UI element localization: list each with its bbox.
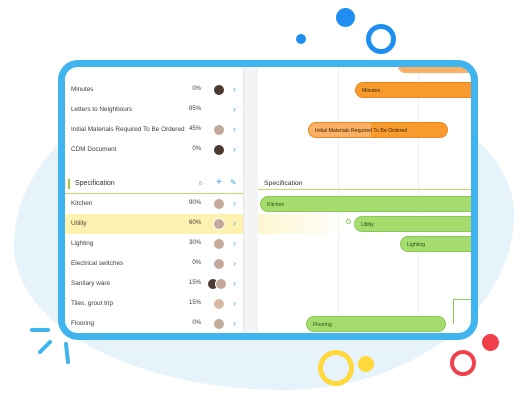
task-progress: 45% bbox=[188, 126, 201, 132]
task-progress: 0% bbox=[192, 320, 201, 326]
selected-row-highlight-timeline bbox=[258, 214, 348, 234]
task-progress: 85% bbox=[188, 106, 201, 112]
chevron-right-icon[interactable]: › bbox=[233, 144, 236, 154]
bar-label: Utility bbox=[361, 222, 374, 228]
bar-label: Initial Materials Required To Be Ordered bbox=[315, 128, 408, 134]
task-progress: 30% bbox=[188, 240, 201, 246]
task-progress: 15% bbox=[188, 280, 201, 286]
task-progress: 0% bbox=[192, 86, 201, 92]
section-marker bbox=[68, 179, 70, 189]
task-row-sanitary[interactable]: Sanitary ware 15% › bbox=[65, 274, 243, 294]
dependency-line bbox=[453, 299, 471, 300]
chevron-right-icon[interactable]: › bbox=[233, 124, 236, 134]
decor-dot-yellow bbox=[358, 356, 374, 372]
chevron-right-icon[interactable]: › bbox=[233, 298, 236, 308]
section-header-specification[interactable]: Specification 8 · + ✎ bbox=[65, 174, 243, 194]
task-progress: 0% bbox=[192, 260, 201, 266]
task-row-utility[interactable]: Utility 60% › bbox=[65, 214, 243, 234]
task-name: Tiles, grout trip bbox=[71, 300, 114, 307]
task-progress: 15% bbox=[188, 300, 201, 306]
dependency-handle[interactable] bbox=[346, 219, 351, 224]
gantt-bar-minutes[interactable]: Minutes bbox=[355, 82, 471, 98]
avatar bbox=[213, 84, 225, 96]
task-progress: 60% bbox=[188, 220, 201, 226]
decor-burst-lines bbox=[30, 328, 70, 364]
gantt-bar-top-right[interactable] bbox=[398, 67, 471, 73]
chevron-right-icon[interactable]: › bbox=[233, 104, 236, 114]
chevron-right-icon[interactable]: › bbox=[233, 198, 236, 208]
task-row-electrical[interactable]: Electrical switches 0% › bbox=[65, 254, 243, 274]
decor-ring-blue bbox=[366, 24, 396, 54]
gantt-bar-lighting[interactable]: Lighting bbox=[400, 236, 471, 252]
avatar bbox=[213, 218, 225, 230]
timeline-gutter bbox=[244, 67, 258, 333]
chevron-right-icon[interactable]: › bbox=[233, 278, 236, 288]
task-name: Letters to Neighbours bbox=[71, 106, 133, 113]
gantt-bar-kitchen[interactable]: Kitchen bbox=[260, 196, 471, 212]
task-name: CDM Document bbox=[71, 146, 117, 153]
chevron-right-icon[interactable]: › bbox=[233, 238, 236, 248]
panel-divider[interactable] bbox=[243, 67, 244, 333]
chevron-right-icon[interactable]: › bbox=[233, 218, 236, 228]
task-list-panel: Minutes 0% › Letters to Neighbours 85% ›… bbox=[65, 67, 243, 333]
task-row-tiles[interactable]: Tiles, grout trip 15% › bbox=[65, 294, 243, 314]
avatar bbox=[213, 258, 225, 270]
avatar bbox=[213, 238, 225, 250]
task-name: Initial Materials Required To Be Ordered bbox=[71, 126, 185, 133]
task-row-kitchen[interactable]: Kitchen 90% › bbox=[65, 194, 243, 214]
decor-ring-yellow bbox=[318, 350, 354, 386]
avatar bbox=[213, 318, 225, 330]
timeline-section-title: Specification bbox=[264, 180, 303, 187]
decor-dot-blue bbox=[336, 8, 355, 27]
device-frame: Minutes 0% › Letters to Neighbours 85% ›… bbox=[58, 60, 478, 340]
avatar bbox=[215, 278, 227, 290]
avatar bbox=[213, 124, 225, 136]
task-name: Electrical switches bbox=[71, 260, 124, 267]
chevron-right-icon[interactable]: › bbox=[233, 258, 236, 268]
task-name: Lighting bbox=[71, 240, 94, 247]
gantt-bar-utility[interactable]: Utility bbox=[354, 216, 471, 232]
bar-label: Kitchen bbox=[267, 202, 285, 208]
section-title: Specification bbox=[75, 180, 115, 187]
decor-dot-small-blue bbox=[296, 34, 306, 44]
avatar bbox=[213, 198, 225, 210]
bar-label: Minutes bbox=[362, 88, 381, 94]
gantt-timeline: Minutes Initial Materials Required To Be… bbox=[258, 67, 471, 333]
dependency-line bbox=[453, 299, 454, 324]
edit-icon[interactable]: ✎ bbox=[230, 178, 237, 187]
section-line bbox=[258, 189, 471, 190]
avatar bbox=[213, 144, 225, 156]
task-row-cdm[interactable]: CDM Document 0% › bbox=[65, 140, 243, 160]
task-row-flooring[interactable]: Flooring 0% › bbox=[65, 314, 243, 333]
section-count[interactable]: 8 · bbox=[199, 181, 206, 187]
task-row-initial-materials[interactable]: Initial Materials Required To Be Ordered… bbox=[65, 120, 243, 140]
task-row-letters[interactable]: Letters to Neighbours 85% › bbox=[65, 100, 243, 120]
task-progress: 90% bbox=[188, 200, 201, 206]
decor-dot-red bbox=[482, 334, 499, 351]
gantt-bar-initial-materials[interactable]: Initial Materials Required To Be Ordered bbox=[308, 122, 448, 138]
task-name: Utility bbox=[71, 220, 87, 227]
task-name: Sanitary ware bbox=[71, 280, 111, 287]
chevron-right-icon[interactable]: › bbox=[233, 84, 236, 94]
task-progress: 0% bbox=[192, 146, 201, 152]
avatar bbox=[213, 298, 225, 310]
add-task-icon[interactable]: + bbox=[216, 177, 222, 188]
task-name: Minutes bbox=[71, 86, 94, 93]
task-name: Flooring bbox=[71, 320, 95, 327]
decor-ring-red bbox=[450, 350, 476, 376]
task-row-lighting[interactable]: Lighting 30% › bbox=[65, 234, 243, 254]
chevron-right-icon[interactable]: › bbox=[233, 318, 236, 328]
bar-label: Lighting bbox=[407, 242, 426, 248]
gantt-bar-flooring[interactable]: Flooring bbox=[306, 316, 446, 332]
task-row-minutes[interactable]: Minutes 0% › bbox=[65, 80, 243, 100]
task-name: Kitchen bbox=[71, 200, 93, 207]
selected-row-highlight bbox=[65, 214, 243, 234]
bar-label: Flooring bbox=[313, 322, 332, 328]
